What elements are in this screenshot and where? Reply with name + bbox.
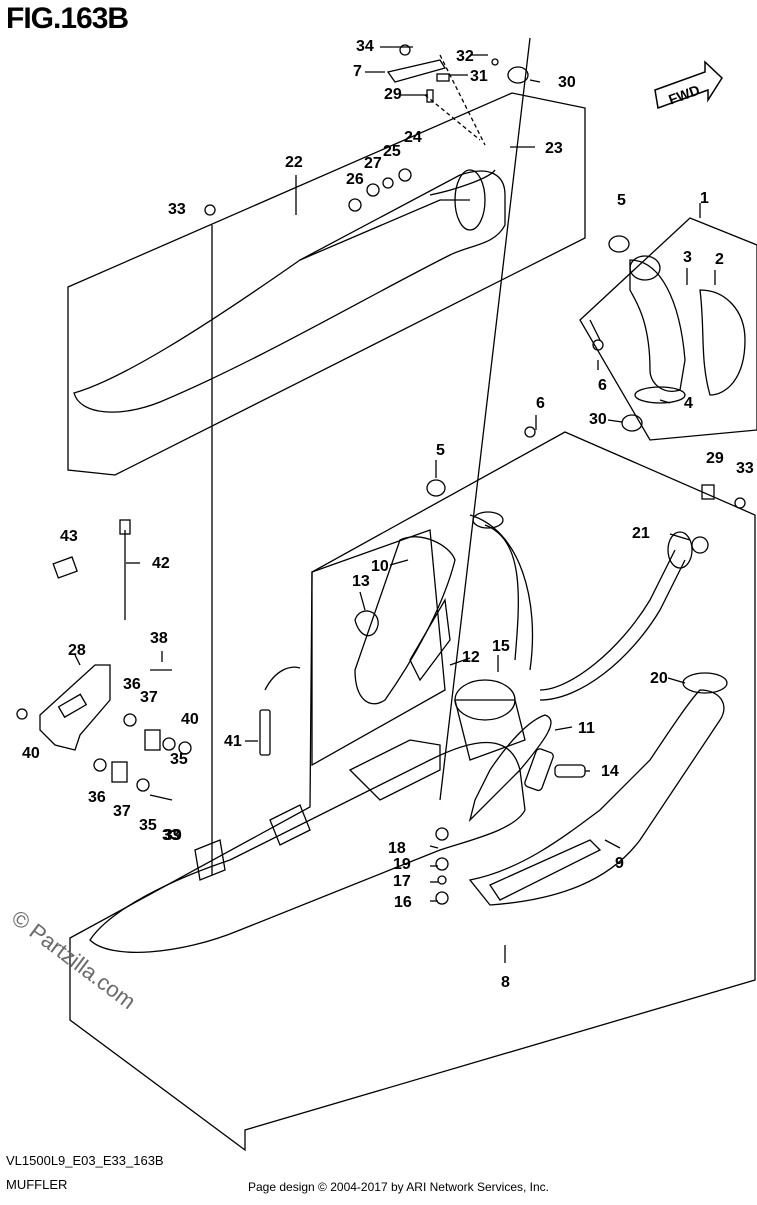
callout-2: 2 <box>715 251 724 268</box>
callout-3: 3 <box>683 249 692 266</box>
callout-12: 12 <box>462 649 480 666</box>
callout-16: 16 <box>394 894 412 911</box>
callout-23: 23 <box>545 140 563 157</box>
callout-40: 40 <box>22 745 40 762</box>
callout-30: 30 <box>589 411 607 428</box>
lower-group-outline <box>69 431 756 1152</box>
bracket-28 <box>39 664 111 751</box>
callout-28: 28 <box>68 642 86 659</box>
callout-25: 25 <box>383 143 401 160</box>
callout-9: 9 <box>615 855 624 872</box>
callout-42: 42 <box>152 555 170 572</box>
callout-11: 11 <box>578 720 595 737</box>
callout-31: 31 <box>470 68 488 85</box>
callout-1: 1 <box>700 190 709 207</box>
callout-30: 30 <box>558 74 576 91</box>
callout-26: 26 <box>346 171 364 188</box>
callout-33: 33 <box>168 201 186 218</box>
callout-34: 34 <box>356 38 374 55</box>
forward-direction-arrow: FWD <box>654 60 723 110</box>
callout-40: 40 <box>181 711 199 728</box>
callout-13: 13 <box>352 573 370 590</box>
callout-32: 32 <box>456 48 474 65</box>
page-credit: Page design © 2004-2017 by ARI Network S… <box>248 1180 550 1194</box>
callout-29: 29 <box>706 450 724 467</box>
callout-35: 35 <box>170 751 188 768</box>
figure-title: FIG.163B <box>6 2 129 35</box>
callout-33: 33 <box>162 827 180 844</box>
callout-8: 8 <box>501 974 510 991</box>
callout-27: 27 <box>364 155 382 172</box>
callout-21: 21 <box>632 525 650 542</box>
callout-41: 41 <box>224 733 242 750</box>
front-pipe-1 <box>629 259 686 392</box>
callout-20: 20 <box>650 670 668 687</box>
callout-37: 37 <box>113 803 131 820</box>
callout-5: 5 <box>436 442 445 459</box>
callout-6: 6 <box>598 377 607 394</box>
lower-muffler-body <box>89 741 526 953</box>
callout-33: 33 <box>736 460 754 477</box>
upper-muffler-body <box>73 170 506 413</box>
callout-6: 6 <box>536 395 545 412</box>
callout-38: 38 <box>150 630 168 647</box>
callout-5: 5 <box>617 192 626 209</box>
callout-19: 19 <box>393 856 411 873</box>
section-name: MUFFLER <box>6 1177 68 1192</box>
callout-37: 37 <box>140 689 158 706</box>
callout-4: 4 <box>684 395 693 412</box>
callout-17: 17 <box>393 873 411 890</box>
callout-24: 24 <box>404 129 422 146</box>
callout-14: 14 <box>601 763 619 780</box>
callout-7: 7 <box>353 63 362 80</box>
callout-22: 22 <box>285 154 303 171</box>
callout-39: 39 <box>164 827 182 844</box>
front-pipe-group-outline <box>579 217 757 441</box>
callout-43: 43 <box>60 528 78 545</box>
callout-36: 36 <box>123 676 141 693</box>
model-code: VL1500L9_E03_E33_163B <box>6 1153 164 1168</box>
callout-10: 10 <box>371 558 389 575</box>
callout-15: 15 <box>492 638 510 655</box>
upper-group-outline <box>67 92 586 476</box>
callout-18: 18 <box>388 840 406 857</box>
tail-pipe-9 <box>468 689 725 906</box>
heat-shield-10 <box>354 536 456 705</box>
callout-35: 35 <box>139 817 157 834</box>
front-pipe-2 <box>699 289 746 396</box>
callout-36: 36 <box>88 789 106 806</box>
heat-shield-group-outline <box>311 529 446 767</box>
callout-29: 29 <box>384 86 402 103</box>
